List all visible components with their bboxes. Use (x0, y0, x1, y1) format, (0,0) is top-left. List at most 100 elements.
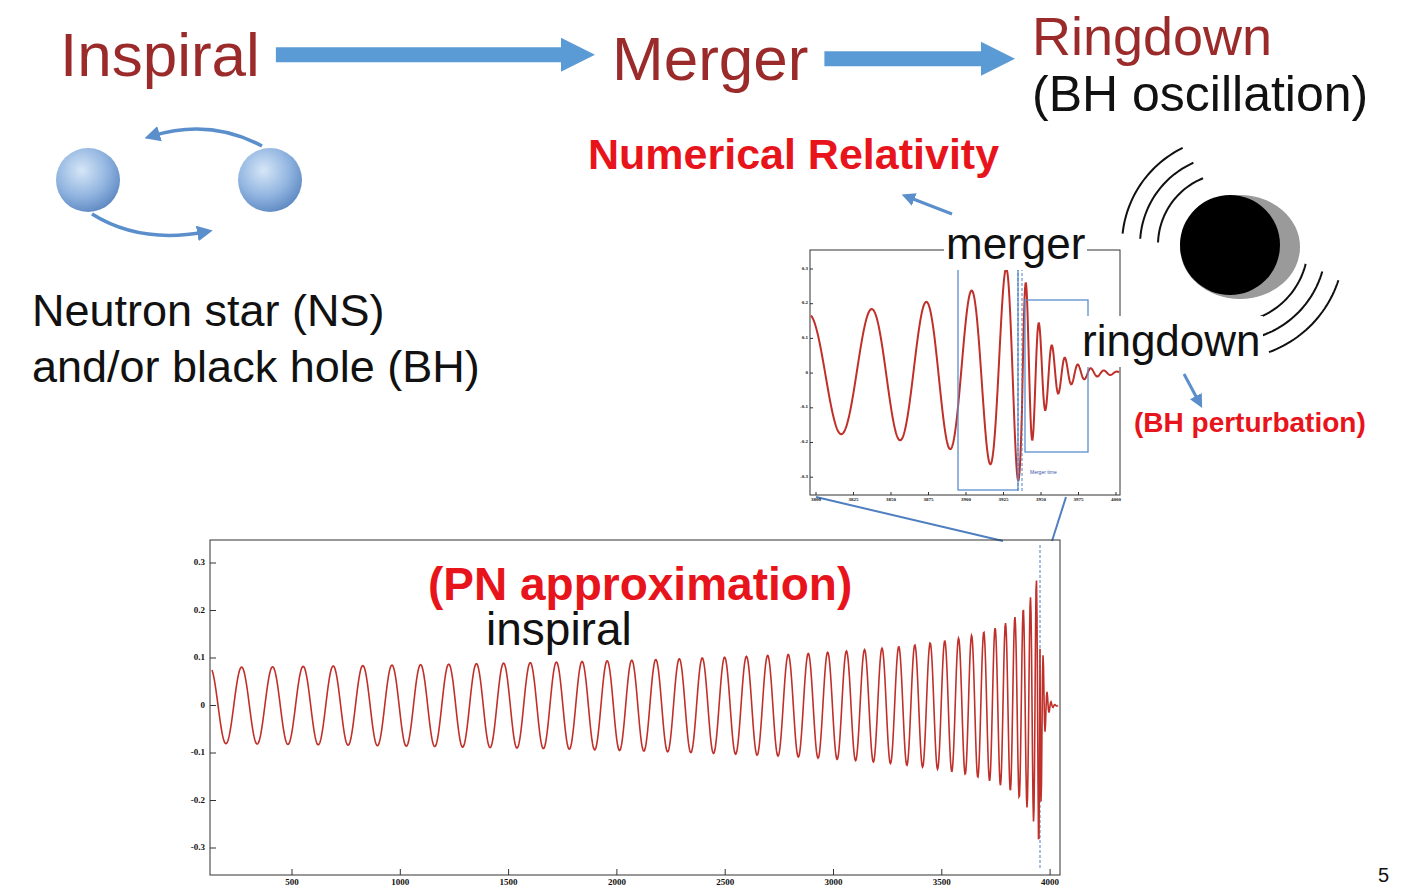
inset-frame (810, 250, 1120, 495)
axis-tick-label: 0.1 (802, 335, 808, 341)
tick-marks (210, 563, 1050, 875)
tick-mark (210, 753, 216, 754)
axis-tick-label: 2500 (716, 877, 734, 887)
wave-arc (1269, 280, 1338, 352)
phase-label: inspiral (486, 603, 632, 656)
axis-tick-label: 0 (806, 370, 809, 376)
axis-tick-label: 0.1 (194, 652, 205, 662)
tick-mark (810, 442, 813, 443)
merger-time-line (1022, 258, 1023, 492)
tick-mark (891, 492, 892, 495)
axis-tick-label: 0.2 (194, 605, 205, 615)
tick-mark (810, 338, 813, 339)
axis-tick-label: 3850 (886, 497, 896, 503)
axis-tick-label: 0.3 (802, 266, 808, 272)
tick-mark (292, 869, 293, 875)
compact-star (238, 148, 302, 212)
tick-mark (210, 563, 216, 564)
axis-tick-label: 3950 (1036, 497, 1046, 503)
axis-tick-label: 3000 (825, 877, 843, 887)
axis-tick-label: 0.3 (194, 557, 205, 567)
orbit-arrow (92, 214, 205, 235)
flow-arrow (824, 51, 984, 66)
tick-mark (210, 610, 216, 611)
tick-mark (810, 303, 813, 304)
ringdown-box (1025, 300, 1088, 452)
tick-mark (616, 869, 617, 875)
axis-tick-label: 3900 (961, 497, 971, 503)
tick-mark (1078, 492, 1079, 495)
axis-tick-label: 2000 (608, 877, 626, 887)
axis-tick-label: -0.2 (191, 795, 205, 805)
merger-box (958, 258, 1018, 490)
axis-tick-label: -0.3 (191, 842, 205, 852)
tick-mark (210, 705, 216, 706)
tick-mark (1050, 869, 1051, 875)
stage-title: Inspiral (60, 20, 260, 89)
leader-arrow (1184, 374, 1199, 402)
waveform (811, 269, 1119, 481)
stage-title: Merger (612, 24, 808, 93)
phase-label: merger (944, 219, 1087, 270)
tick-mark (1041, 492, 1042, 495)
tick-mark (810, 269, 813, 270)
axis-tick-label: 3875 (924, 497, 934, 503)
zoom-line (1052, 497, 1066, 541)
axis-tick-label: 3825 (849, 497, 859, 503)
wave-arc (1260, 271, 1323, 336)
axis-tick-label: -0.2 (800, 439, 808, 445)
stage-name: Merger (612, 24, 808, 93)
axis-tick-label: 3800 (811, 497, 821, 503)
chart-frame (210, 540, 1060, 875)
axis-tick-label: 1000 (391, 877, 409, 887)
axis-tick-label: 3925 (999, 497, 1009, 503)
phase-label: ringdown (1080, 316, 1263, 367)
tick-mark (966, 492, 967, 495)
object-note: Neutron star (NS) and/or black hole (BH) (32, 283, 518, 396)
tick-mark (810, 477, 813, 478)
stage-note: (BH oscillation) (1032, 66, 1368, 122)
stage-name: Inspiral (60, 20, 260, 89)
tick-mark (853, 492, 854, 495)
axis-tick-label: 3500 (933, 877, 951, 887)
tick-mark (941, 869, 942, 875)
tick-mark (400, 869, 401, 875)
tick-mark (810, 407, 813, 408)
tick-mark (725, 869, 726, 875)
tick-mark (928, 492, 929, 495)
waveform (212, 581, 1058, 839)
method-label: Numerical Relativity (588, 130, 999, 179)
tick-mark (508, 869, 509, 875)
axis-tick-label: 500 (285, 877, 299, 887)
axis-tick-label: 3975 (1074, 497, 1084, 503)
compact-star (56, 148, 120, 212)
axis-tick-label: 0.2 (802, 300, 808, 306)
tick-mark (210, 658, 216, 659)
method-label: (BH perturbation) (1134, 407, 1366, 439)
axis-tick-label: 1500 (500, 877, 518, 887)
leader-arrow (908, 197, 952, 214)
stage-name: Ringdown (1032, 6, 1368, 66)
tick-mark (1116, 492, 1117, 495)
tick-mark (833, 869, 834, 875)
axis-tick-label: 0 (201, 700, 206, 710)
black-hole (1180, 195, 1280, 295)
orbit-arrow (152, 129, 262, 146)
wave-arc (1252, 264, 1306, 320)
tick-mark (810, 373, 813, 374)
tick-mark (1003, 492, 1004, 495)
stage-title: Ringdown(BH oscillation) (1032, 6, 1368, 122)
method-label: (PN approximation) (428, 558, 852, 611)
wave-arc (1158, 178, 1203, 242)
merger-time-line (1018, 258, 1019, 492)
wave-arc (1123, 148, 1183, 234)
black-hole-halo (1180, 195, 1300, 299)
tick-mark (210, 848, 216, 849)
tick-mark (816, 492, 817, 495)
zoom-line (816, 497, 1003, 541)
marker-label: Merger time (1030, 470, 1057, 476)
axis-tick-label: -0.1 (800, 404, 808, 410)
axis-tick-label: 4000 (1111, 497, 1121, 503)
axis-tick-label: -0.1 (191, 747, 205, 757)
page-number: 5 (1378, 864, 1389, 887)
